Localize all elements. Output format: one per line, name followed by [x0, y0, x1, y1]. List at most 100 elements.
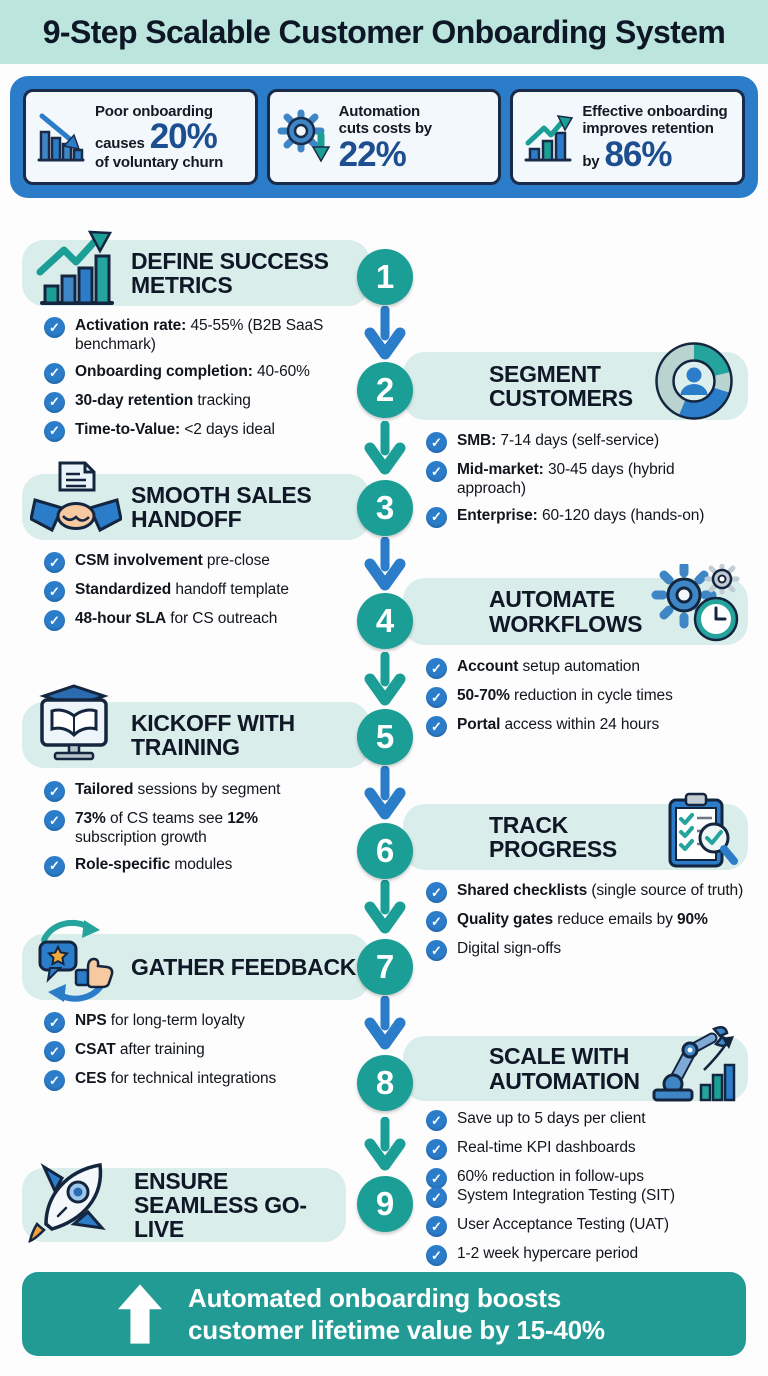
- check-icon: [426, 940, 447, 961]
- bullet-text: 1-2 week hypercare period: [457, 1245, 639, 1262]
- up-arrow-icon: [118, 1284, 162, 1344]
- bullet-item: Mid-market: 30-45 days (hybrid approach): [426, 460, 744, 499]
- bullet-item: CSM involvement pre-close: [44, 551, 362, 573]
- down-arrow-icon: [364, 306, 406, 360]
- bullet-text: 50-70% reduction in cycle times: [457, 687, 673, 704]
- check-icon: [44, 781, 65, 802]
- step-8-bullets: Save up to 5 days per clientReal-time KP…: [426, 1109, 744, 1196]
- down-arrow-icon: [364, 766, 406, 820]
- step-number-4: 4: [357, 593, 413, 649]
- check-icon: [426, 506, 447, 528]
- down-arrow-icon: [364, 652, 406, 706]
- bullet-item: Time-to-Value: <2 days ideal: [44, 420, 362, 442]
- bullet-item: Role-specific modules: [44, 855, 362, 877]
- bullet-item: User Acceptance Testing (UAT): [426, 1215, 744, 1237]
- bullet-item: 50-70% reduction in cycle times: [426, 686, 744, 708]
- bullet-text: Activation rate: 45-55% (B2B SaaS benchm…: [75, 317, 324, 354]
- bullet-item: Save up to 5 days per client: [426, 1109, 744, 1131]
- step-9-bullets: System Integration Testing (SIT) User Acc…: [426, 1186, 744, 1273]
- bullet-text: 30-day retention tracking: [75, 391, 251, 409]
- check-icon: [426, 716, 447, 737]
- bullet-item: 60% reduction in follow-ups: [426, 1167, 744, 1189]
- check-icon: [426, 687, 447, 708]
- bullet-text: Standardized handoff template: [75, 581, 289, 598]
- bullet-text: Real-time KPI dashboards: [457, 1139, 636, 1156]
- down-arrow-icon: [364, 996, 406, 1050]
- down-arrow-icon: [364, 537, 406, 591]
- bullet-text: NPS for long-term loyalty: [75, 1012, 245, 1029]
- step-9-title: ENSURE SEAMLESS GO-LIVE: [134, 1167, 307, 1243]
- check-icon: [426, 1216, 447, 1237]
- bullet-text: Time-to-Value: <2 days ideal: [75, 420, 275, 438]
- rocket-icon: [28, 1158, 120, 1244]
- check-icon: [426, 432, 447, 453]
- step-1-bullets: Activation rate: 45-55% (B2B SaaS benchm…: [44, 316, 362, 449]
- bullet-text: Portal access within 24 hours: [457, 716, 660, 733]
- step-1-title: DEFINE SUCCESS METRICS: [131, 247, 329, 298]
- bullet-item: Account setup automation: [426, 657, 744, 679]
- bullet-item: 73% of CS teams see 12% subscription gro…: [44, 809, 362, 848]
- feedback-loop-icon: [28, 918, 120, 1004]
- growth-chart-icon: [30, 224, 122, 310]
- step-5-bullets: Tailored sessions by segment 73% of CS te…: [44, 780, 362, 884]
- bullet-item: 30-day retention tracking: [44, 391, 362, 413]
- bullet-text: SMB: 7-14 days (self-service): [457, 432, 660, 449]
- step-2-title: SEGMENT CUSTOMERS: [489, 360, 633, 411]
- check-icon: [44, 317, 65, 338]
- bullet-item: Enterprise: 60-120 days (hands-on): [426, 506, 744, 528]
- rising-bar-chart-icon: [520, 109, 576, 165]
- stat-line: Effective onboarding: [582, 102, 728, 120]
- stat-line: Poor onboarding: [95, 102, 213, 120]
- declining-bar-chart-icon: [33, 109, 89, 165]
- step-number-5: 5: [357, 709, 413, 765]
- down-arrow-icon: [364, 421, 406, 475]
- bullet-text: Save up to 5 days per client: [457, 1110, 646, 1127]
- bullet-text: Tailored sessions by segment: [75, 781, 281, 798]
- bullet-item: Standardized handoff template: [44, 580, 362, 602]
- check-icon: [44, 610, 65, 631]
- step-number-1: 1: [357, 249, 413, 305]
- step-number-3: 3: [357, 480, 413, 536]
- gears-clock-icon: [650, 561, 742, 650]
- check-icon: [44, 420, 65, 442]
- check-icon: [426, 1139, 447, 1160]
- step-6-bullets: Shared checklists (single source of trut…: [426, 881, 748, 968]
- step-3-bullets: CSM involvement pre-closeStandardized ha…: [44, 551, 362, 638]
- bullet-item: System Integration Testing (SIT): [426, 1186, 744, 1208]
- step-6-title: TRACK PROGRESS: [489, 811, 617, 862]
- check-icon: [44, 1041, 65, 1062]
- bullet-text: CES for technical integrations: [75, 1070, 277, 1087]
- bullet-item: Digital sign-offs: [426, 939, 748, 961]
- bullet-text: CSAT after training: [75, 1041, 205, 1058]
- bullet-text: Quality gates reduce emails by 90%: [457, 911, 708, 928]
- bullet-text: Account setup automation: [457, 658, 640, 675]
- bullet-text: Mid-market: 30-45 days (hybrid approach): [457, 461, 679, 498]
- step-number-6: 6: [357, 823, 413, 879]
- step-8-title: SCALE WITH AUTOMATION: [489, 1043, 640, 1094]
- bullet-item: Quality gates reduce emails by 90%: [426, 910, 748, 932]
- check-icon: [44, 362, 65, 384]
- bullet-text: 73% of CS teams see 12% subscription gro…: [75, 810, 258, 847]
- step-7-pill: [22, 934, 370, 1000]
- check-icon: [426, 882, 447, 903]
- bullet-text: Onboarding completion: 40-60%: [75, 362, 310, 380]
- check-icon: [426, 911, 447, 932]
- down-arrow-icon: [364, 880, 406, 934]
- header-band: 9-Step Scalable Customer Onboarding Syst…: [0, 0, 768, 64]
- bullet-text: User Acceptance Testing (UAT): [457, 1216, 669, 1233]
- step-number-9: 9: [357, 1176, 413, 1232]
- bullet-item: NPS for long-term loyalty: [44, 1011, 362, 1033]
- bullet-text: Digital sign-offs: [457, 940, 561, 957]
- check-icon: [44, 581, 65, 602]
- check-icon: [426, 1110, 447, 1131]
- footer-text: Automated onboarding boosts customer lif…: [188, 1282, 605, 1347]
- check-icon: [44, 810, 65, 831]
- bullet-text: Role-specific modules: [75, 855, 233, 873]
